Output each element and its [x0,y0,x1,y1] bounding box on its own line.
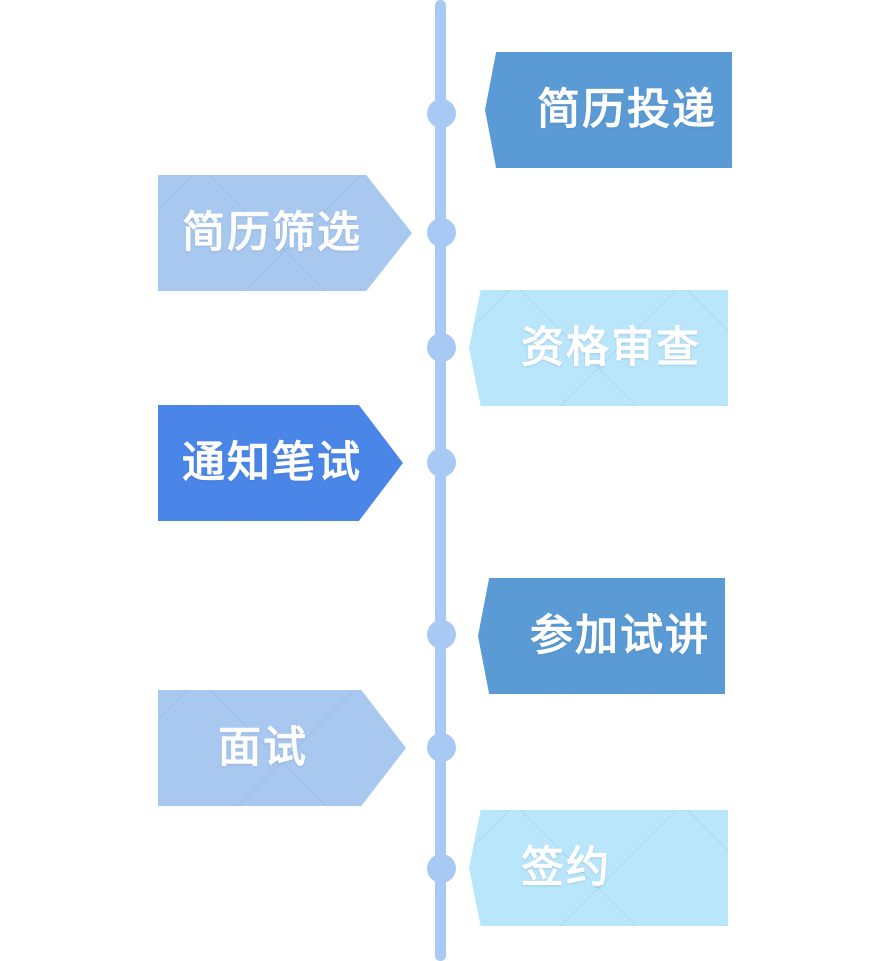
timeline-node-6 [426,732,456,762]
step-banner-2[interactable]: 简历筛选 [158,175,412,291]
step-banner-3[interactable]: 资格审查 [469,290,728,406]
timeline-node-2 [426,217,456,247]
timeline-spine [435,0,446,961]
step-shape-6 [158,690,406,806]
step-label-6: 面试 [218,723,308,772]
step-label-1: 简历投递 [537,85,717,134]
timeline-node-5 [426,619,456,649]
step-banner-7[interactable]: 签约 [469,810,728,926]
step-label-5: 参加试讲 [530,611,710,660]
step-banner-6[interactable]: 面试 [158,690,406,806]
step-shape-4 [158,405,403,521]
timeline-node-4 [426,447,456,477]
step-shape-7 [469,810,728,926]
timeline-node-1 [426,98,456,128]
step-label-7: 签约 [521,843,611,892]
timeline-node-7 [426,853,456,883]
step-banner-5[interactable]: 参加试讲 [478,578,725,694]
step-shape-1 [485,52,732,168]
step-banner-4[interactable]: 通知笔试 [158,405,403,521]
step-label-3: 资格审查 [521,323,701,372]
timeline-node-3 [426,332,456,362]
step-shape-5 [478,578,725,694]
step-shape-3 [469,290,728,406]
step-label-4: 通知笔试 [182,438,362,487]
step-shape-2 [158,175,412,291]
step-banner-1[interactable]: 简历投递 [485,52,732,168]
step-label-2: 简历筛选 [182,208,362,257]
